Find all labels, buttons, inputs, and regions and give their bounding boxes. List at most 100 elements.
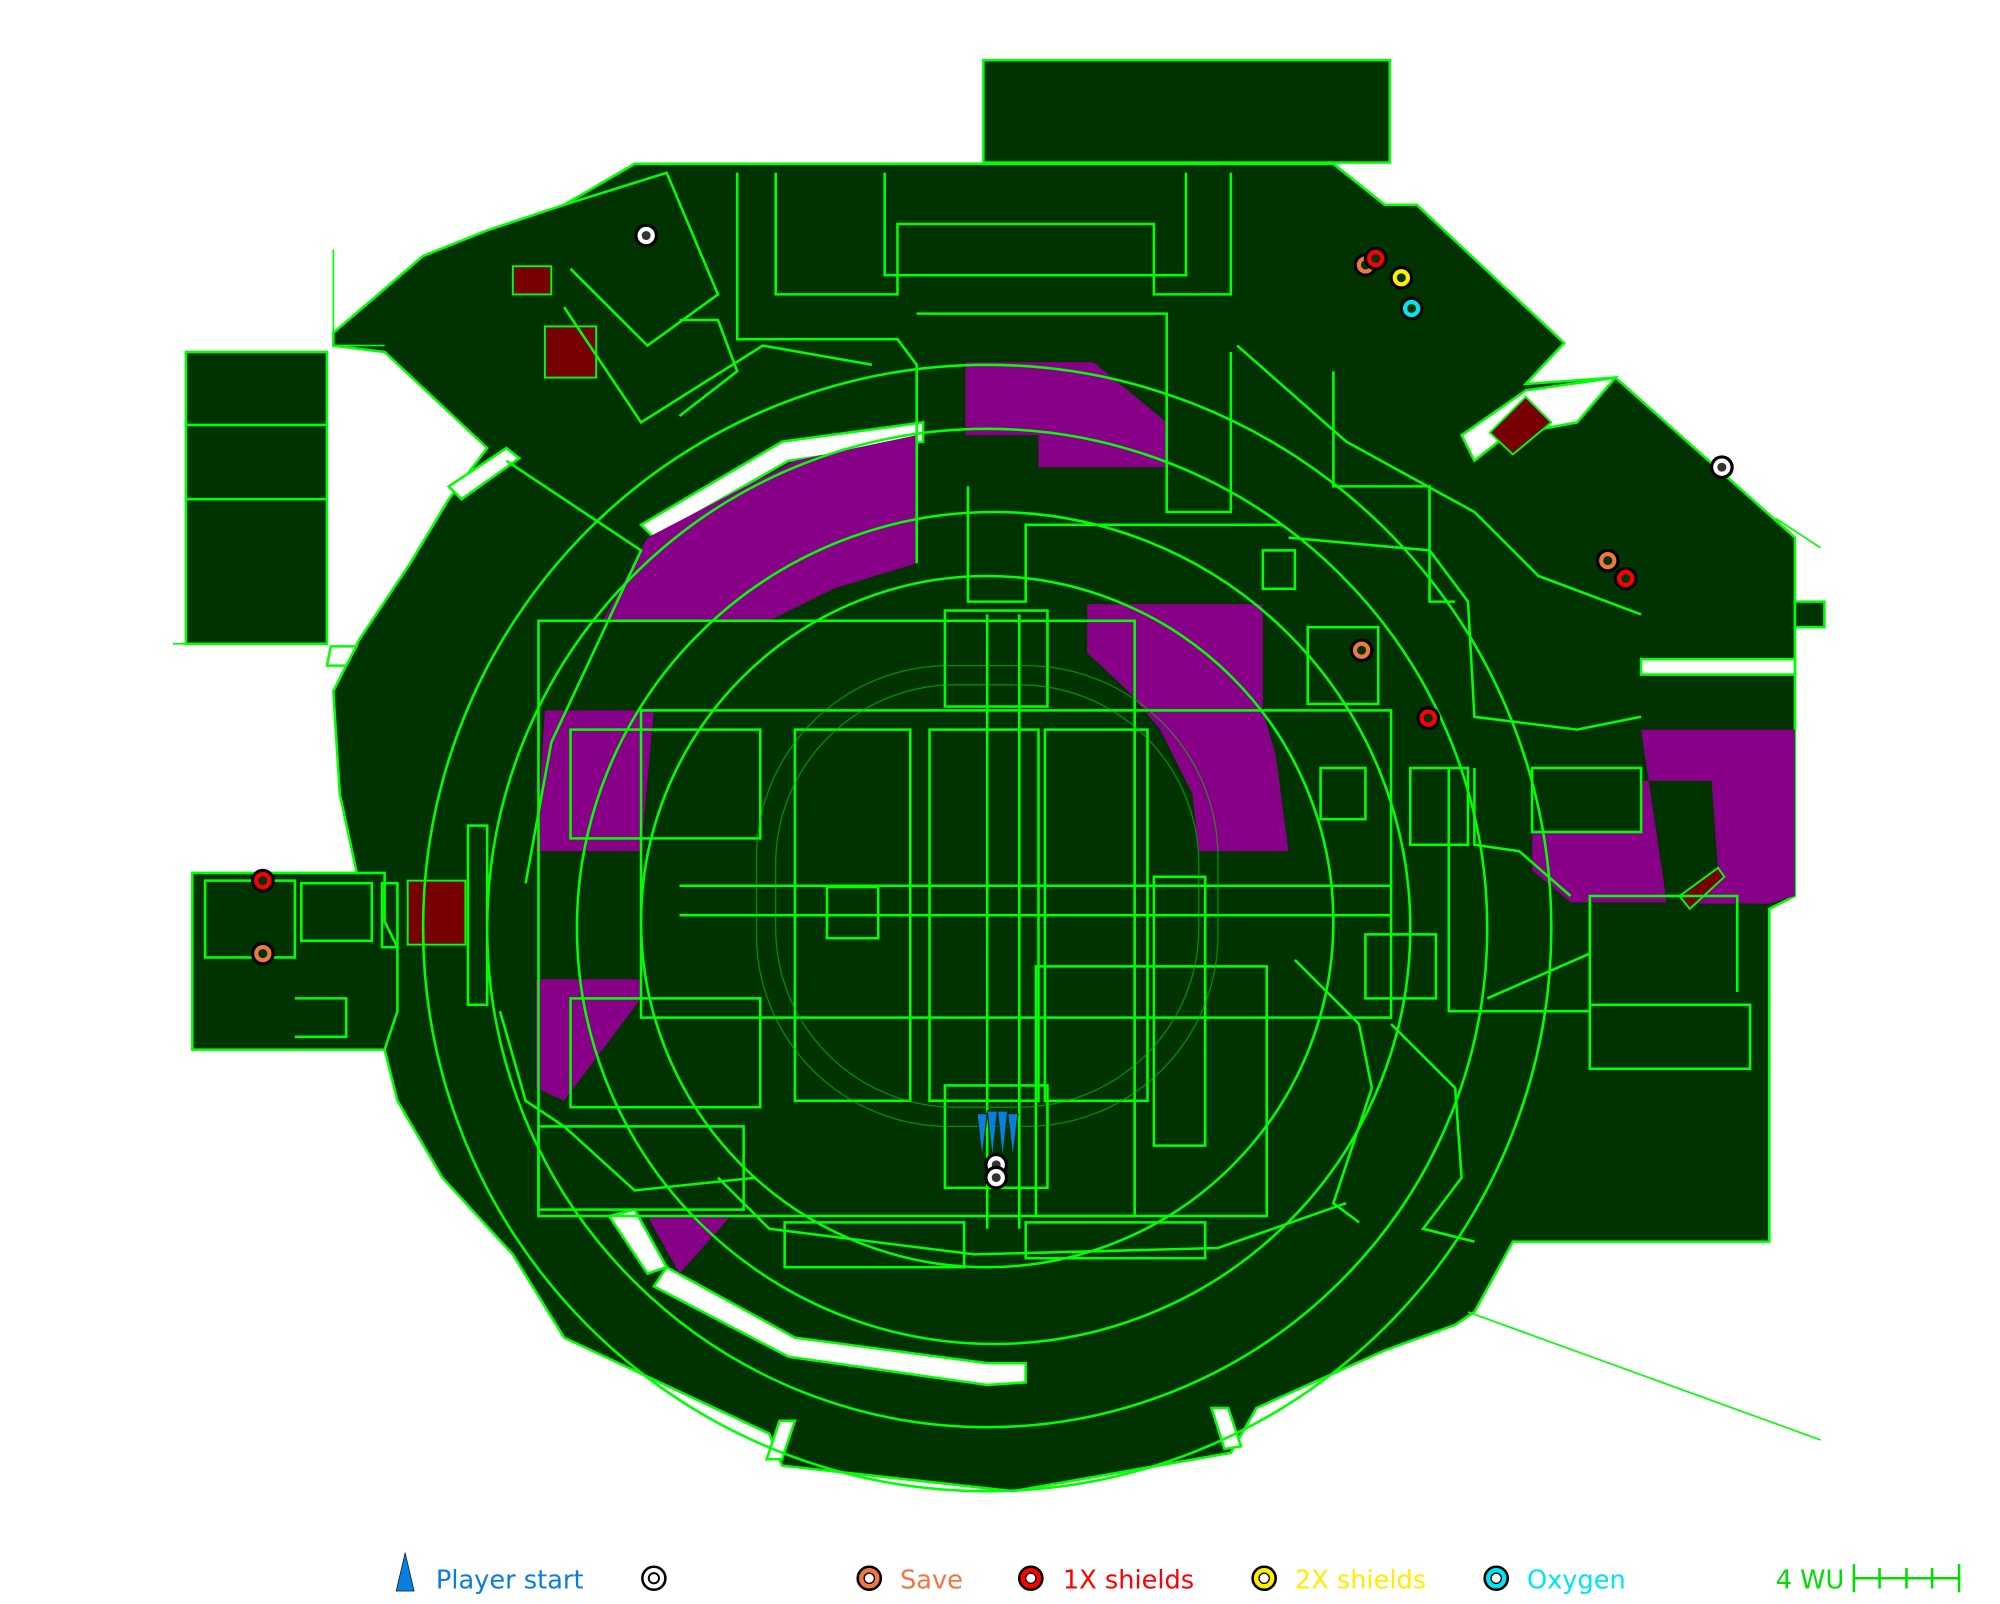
gap-south-arc — [652, 1265, 1027, 1387]
gap-west-slot — [325, 645, 359, 667]
platform-nw-2 — [543, 325, 598, 379]
wall-lines — [173, 171, 1822, 1493]
legend-scale-label: 4 WU — [1776, 1565, 1845, 1595]
ring-icon — [1396, 273, 1406, 283]
legend-player-start: Player start — [436, 1565, 584, 1595]
diag-nw2 — [505, 459, 643, 884]
platform-nw-1 — [511, 265, 553, 296]
gap-nw-slot — [446, 446, 522, 501]
ne-ext-line — [1775, 517, 1822, 549]
sub-room-c3 — [1043, 728, 1149, 1103]
diag-ne — [1236, 344, 1642, 616]
shield-1x — [1613, 566, 1638, 591]
legend-save: Save — [900, 1565, 963, 1595]
ring-icon — [258, 876, 268, 886]
liquid-nw-arc — [602, 435, 917, 621]
ring-icon — [258, 949, 268, 959]
north-gate — [943, 609, 1049, 708]
east-room-7 — [1530, 766, 1643, 834]
player-start-icon — [976, 1112, 988, 1159]
oxygen-legend-icon-inner — [1490, 1572, 1502, 1584]
sw-ext-line — [1467, 1311, 1821, 1441]
platform-layer — [406, 265, 1726, 946]
diag-se2 — [1294, 959, 1374, 1224]
player-start-icon — [1007, 1112, 1019, 1159]
diag-nw — [563, 306, 873, 425]
legend: Player start Save 1X shields 2X shields … — [395, 1552, 1961, 1595]
generic-legend-icon-inner — [647, 1572, 660, 1585]
legend-shields-2x: 2X shields — [1295, 1565, 1426, 1595]
east-room-4 — [1409, 766, 1470, 847]
north-hall-2 — [774, 172, 1233, 296]
north-hall-3 — [883, 172, 1188, 277]
south-room-3 — [537, 1125, 745, 1211]
generic-item — [1710, 455, 1734, 480]
shield-1x — [250, 868, 275, 893]
shield-1x — [1363, 246, 1388, 271]
shield-1x — [1416, 706, 1441, 730]
east-room-2 — [1306, 625, 1380, 706]
player-start-legend-icon — [395, 1552, 415, 1592]
sub-room-nw — [569, 728, 762, 840]
central-square — [537, 619, 1136, 1218]
guide-track-2 — [775, 684, 1200, 1108]
liquid-layer — [535, 362, 1795, 1274]
nw-chamber2 — [678, 318, 739, 418]
nw-chamber — [563, 171, 720, 348]
ring-icon — [1371, 254, 1381, 264]
oxygen-item — [1399, 296, 1424, 321]
ring-icon — [1717, 462, 1727, 472]
ring-icon — [1357, 645, 1367, 655]
scale-bar-icon — [1852, 1564, 1961, 1593]
save-point — [1595, 548, 1620, 573]
central-inner — [639, 709, 1393, 1019]
ring-icon — [991, 1173, 1001, 1183]
save-legend-icon-inner — [863, 1572, 876, 1584]
liquid-east-arc — [1087, 604, 1289, 852]
legend-oxygen: Oxygen — [1527, 1565, 1626, 1595]
player-start-group — [976, 1110, 1019, 1160]
diag-se — [1390, 1023, 1475, 1243]
ring-1 — [421, 363, 1553, 1493]
ring-icon — [1407, 304, 1417, 313]
generic-item — [634, 223, 659, 248]
diag-s — [717, 1176, 1347, 1256]
liquid-north-basin — [965, 362, 1167, 468]
ring-icon — [641, 231, 651, 240]
gap-east-slot — [1639, 657, 1797, 676]
east-hall-3 — [1486, 894, 1739, 1000]
diag-e — [1288, 536, 1642, 731]
shield-2x — [1389, 265, 1414, 290]
sub-room-e — [1152, 875, 1207, 1147]
east-hall-2 — [1473, 767, 1572, 897]
ring-icon — [1603, 556, 1613, 566]
ring-icon — [1621, 574, 1631, 584]
liquid-west-upper — [535, 710, 654, 852]
player-start-icon — [986, 1110, 999, 1160]
sub-room-sw — [569, 997, 762, 1109]
liquid-west-lower — [535, 979, 642, 1101]
north-hall-1 — [735, 172, 918, 564]
west-annex-room2 — [300, 881, 374, 943]
shield-1x-legend-icon-inner — [1025, 1572, 1037, 1584]
liquid-east-room — [1532, 729, 1795, 904]
room-east-spur — [1793, 600, 1826, 629]
center-box — [825, 885, 880, 940]
north-hall-4 — [916, 312, 1233, 514]
south-room-2 — [1024, 1221, 1207, 1260]
room-north-annex — [982, 58, 1392, 164]
guide-track — [755, 664, 1219, 1128]
platform-west — [406, 879, 467, 946]
east-room-1 — [1261, 549, 1297, 591]
north-hall-5 — [966, 486, 1283, 603]
shield-2x-legend-icon-inner — [1258, 1572, 1270, 1584]
guide-lines — [755, 664, 1219, 1128]
sub-room-c2 — [928, 728, 1040, 1103]
west-room-2 — [380, 881, 399, 949]
east-room-6 — [1588, 1003, 1752, 1071]
west-room-1 — [466, 824, 489, 1007]
save-point — [1349, 638, 1374, 663]
west-annex-stair — [294, 997, 348, 1039]
